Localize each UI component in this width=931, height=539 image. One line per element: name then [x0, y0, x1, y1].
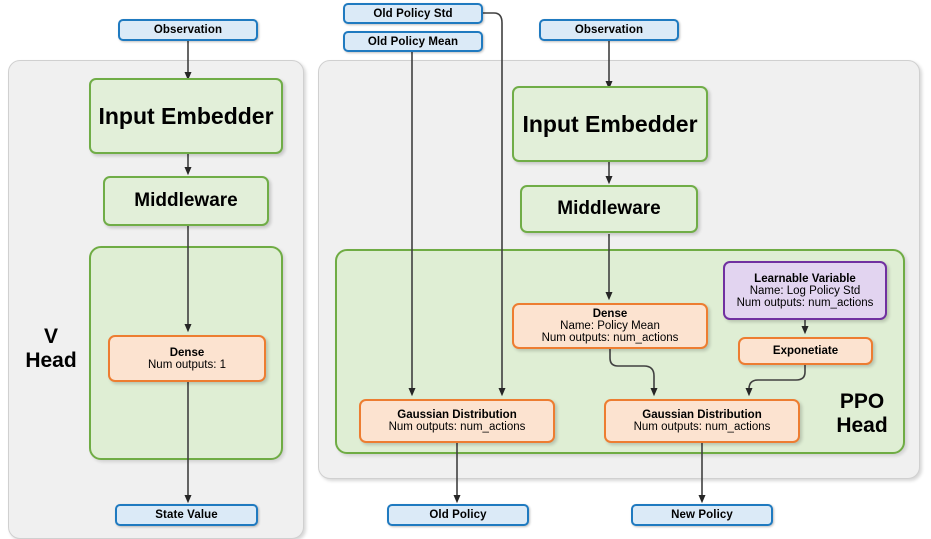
v-head-group-label-line2: Head [25, 348, 77, 372]
input-observation-v-label: Observation [153, 24, 223, 36]
old-policy-std-input[interactable]: Old Policy Std [343, 3, 483, 24]
ppo-head-group-label-line2: Head [836, 413, 888, 437]
input-embedder-v-label: Input Embedder [98, 102, 274, 129]
output-old-policy-label: Old Policy [429, 509, 487, 521]
input-observation-v[interactable]: Observation [118, 19, 258, 41]
old-policy-mean-label: Old Policy Mean [367, 35, 459, 48]
gaussian-distribution-new[interactable]: Gaussian Distribution Num outputs: num_a… [604, 399, 800, 443]
old-policy-mean-input[interactable]: Old Policy Mean [343, 31, 483, 52]
ppo-head-group-label: PPO Head [822, 390, 902, 437]
dense-policy-mean-title: Dense [592, 308, 628, 320]
output-new-policy-label: New Policy [671, 509, 733, 521]
middleware-ppo-label: Middleware [557, 198, 661, 219]
dense-v-title: Dense [169, 346, 205, 359]
exponetiate[interactable]: Exponetiate [738, 337, 873, 365]
dense-v[interactable]: Dense Num outputs: 1 [108, 335, 266, 382]
learnable-variable-log-policy-std[interactable]: Learnable Variable Name: Log Policy Std … [723, 261, 887, 320]
middleware-ppo[interactable]: Middleware [520, 185, 698, 233]
old-policy-std-label: Old Policy Std [373, 7, 453, 20]
gaussian-distribution-new-num-outputs: Num outputs: num_actions [633, 421, 771, 433]
input-embedder-v[interactable]: Input Embedder [89, 78, 283, 154]
output-state-value-label: State Value [155, 509, 218, 521]
v-head-group-label: V Head [16, 325, 86, 372]
output-old-policy[interactable]: Old Policy [387, 504, 529, 526]
learnable-variable-title: Learnable Variable [754, 272, 856, 285]
dense-policy-mean-num-outputs: Num outputs: num_actions [541, 332, 679, 344]
dense-v-num-outputs: Num outputs: 1 [148, 358, 226, 371]
ppo-head-group-label-line1: PPO [839, 390, 885, 413]
v-head-group-label-line1: V [43, 325, 58, 348]
middleware-v-label: Middleware [134, 190, 238, 211]
learnable-variable-num-outputs: Num outputs: num_actions [736, 296, 874, 309]
input-embedder-ppo[interactable]: Input Embedder [512, 86, 708, 162]
gaussian-distribution-new-title: Gaussian Distribution [642, 409, 762, 421]
input-embedder-ppo-label: Input Embedder [522, 110, 698, 137]
gaussian-distribution-old-title: Gaussian Distribution [397, 409, 517, 421]
input-observation-ppo-label: Observation [574, 24, 644, 36]
exponetiate-label: Exponetiate [772, 345, 839, 357]
learnable-variable-name: Name: Log Policy Std [749, 284, 861, 297]
gaussian-distribution-old[interactable]: Gaussian Distribution Num outputs: num_a… [359, 399, 555, 443]
dense-policy-mean[interactable]: Dense Name: Policy Mean Num outputs: num… [512, 303, 708, 349]
gaussian-distribution-old-num-outputs: Num outputs: num_actions [388, 421, 526, 433]
input-observation-ppo[interactable]: Observation [539, 19, 679, 41]
middleware-v[interactable]: Middleware [103, 176, 269, 226]
output-state-value[interactable]: State Value [115, 504, 258, 526]
output-new-policy[interactable]: New Policy [631, 504, 773, 526]
dense-policy-mean-name: Name: Policy Mean [560, 320, 660, 332]
